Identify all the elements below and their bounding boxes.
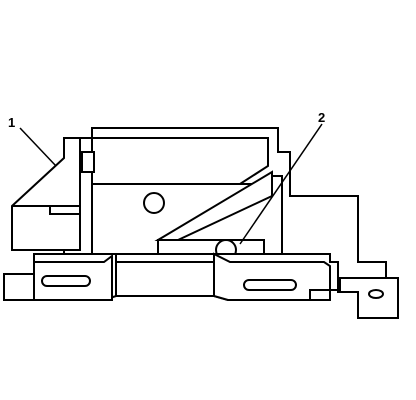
callout-1-label: 1	[8, 115, 15, 130]
frame-side-tab	[81, 151, 95, 173]
right-ear-hole	[368, 289, 384, 299]
right-ear-tab	[339, 277, 399, 319]
locator-hole	[143, 192, 165, 214]
right-slotted-tab	[213, 252, 331, 301]
callout-2-label: 2	[318, 110, 325, 125]
left-clip-block	[11, 137, 81, 251]
inner-frame	[91, 137, 269, 185]
clip-block-tab	[49, 205, 81, 215]
left-mounting-slot	[41, 275, 91, 287]
right-mounting-slot	[243, 279, 297, 291]
ramp-base	[157, 239, 265, 255]
callout-2-leader	[239, 123, 323, 245]
callout-1-leader	[19, 127, 57, 167]
